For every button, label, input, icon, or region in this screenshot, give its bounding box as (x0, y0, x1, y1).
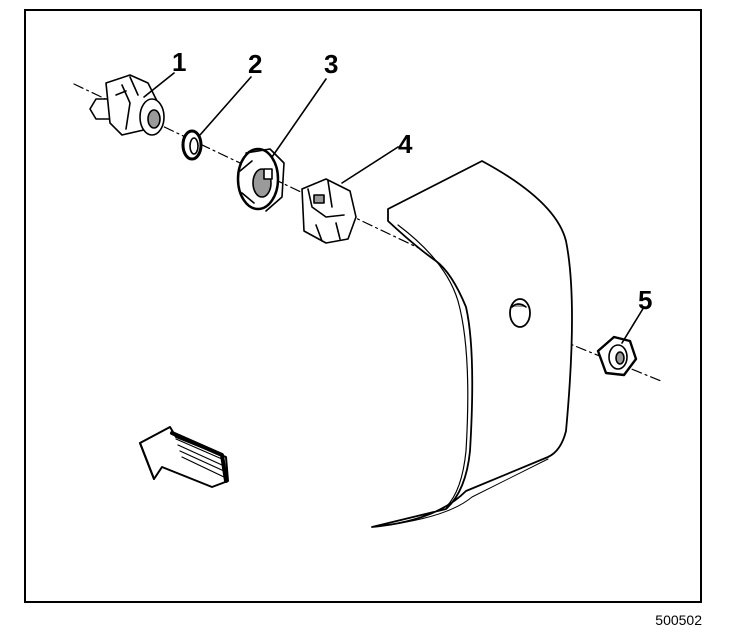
callout-4: 4 (398, 129, 413, 159)
door-panel (371, 160, 573, 528)
callout-1: 1 (172, 47, 187, 77)
callout-5: 5 (638, 285, 653, 315)
leader-line-4 (341, 146, 399, 184)
callout-2: 2 (248, 49, 263, 79)
leader-line-2 (199, 76, 252, 136)
leader-line-1 (143, 72, 175, 98)
part-1-lock-cylinder (89, 74, 165, 136)
part-4-bracket (301, 178, 357, 244)
part-2-retaining-ring (181, 129, 203, 161)
exploded-parts-diagram (73, 72, 662, 528)
arrow-up-left-icon (139, 426, 229, 488)
figure-number: 500502 (655, 612, 702, 628)
part-3-housing (236, 147, 285, 212)
callout-3: 3 (324, 49, 339, 79)
diagram-frame: 1 2 3 4 5 (24, 9, 702, 603)
leader-line-3 (271, 78, 327, 158)
part-5-nut (596, 335, 638, 377)
leader-line-5 (621, 306, 645, 344)
